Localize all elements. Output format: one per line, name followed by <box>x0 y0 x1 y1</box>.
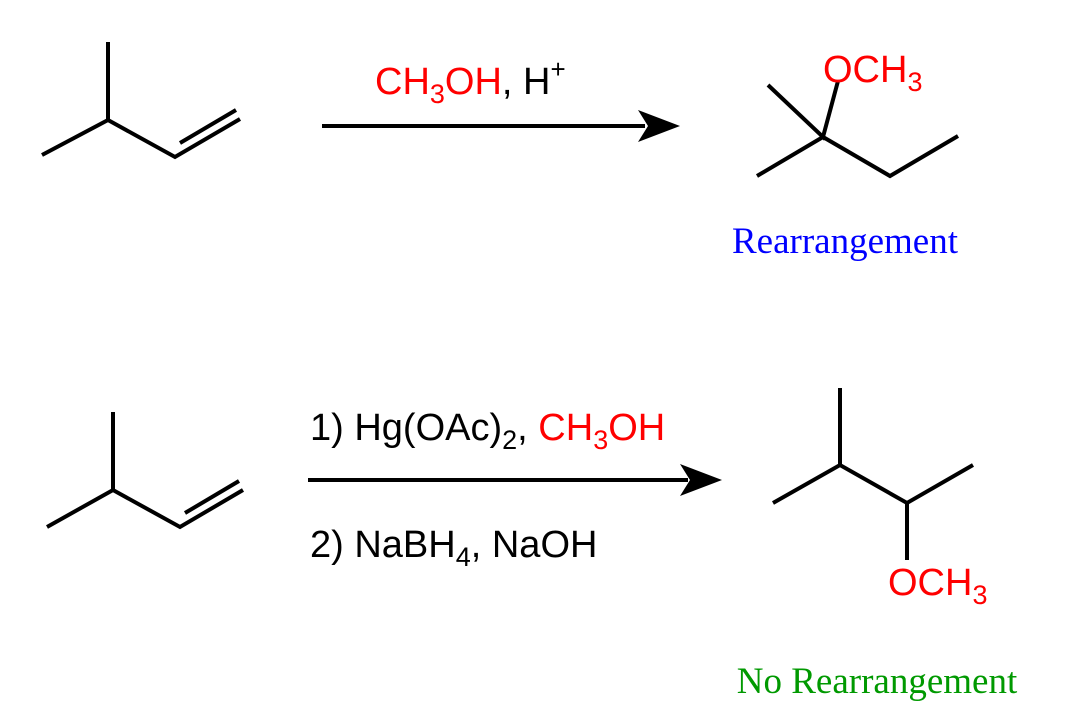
product-2-structure <box>772 388 974 560</box>
product-1-structure <box>755 80 960 179</box>
reaction-2-step-1: 1) Hg(OAc)2, CH3OH <box>310 407 665 455</box>
reaction-2-step-2: 2) NaBH4, NaOH <box>310 524 597 572</box>
rearrangement-label: Rearrangement <box>732 221 959 262</box>
reaction-1-arrow <box>322 110 680 142</box>
product-2-methoxy-label: OCH3 <box>888 562 987 610</box>
reactant-1-structure <box>41 42 242 160</box>
no-rearrangement-label: No Rearrangement <box>737 661 1018 702</box>
reaction-1-reagents: CH3OH, H+ <box>375 54 566 109</box>
reaction-2-arrow <box>308 464 722 496</box>
product-1-methoxy-label: OCH3 <box>823 49 922 97</box>
reactant-2-structure <box>46 412 245 530</box>
